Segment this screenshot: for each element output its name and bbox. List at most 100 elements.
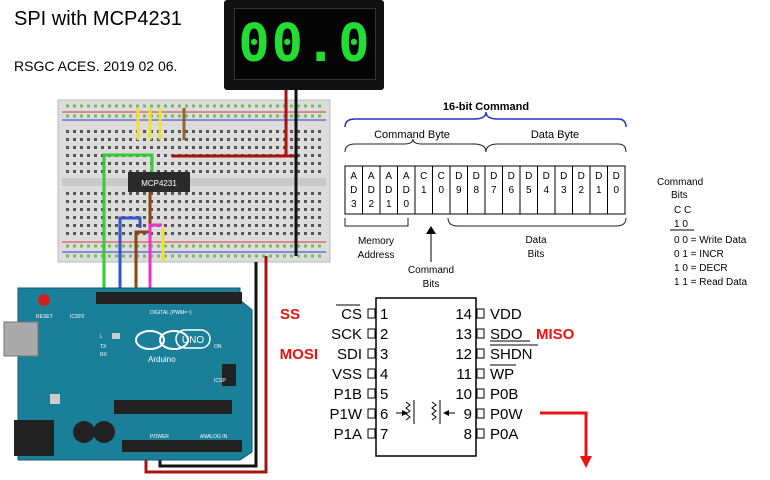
analog-label: ANALOG IN xyxy=(200,434,228,440)
pin-number: 2 xyxy=(380,326,388,343)
infinity-logo xyxy=(135,330,165,350)
arduino-uno-board: RESET ICSP2 DIGITAL (PWM=~) POWER ANALOG… xyxy=(3,287,253,461)
digital-header xyxy=(96,292,242,304)
pin-number: 14 xyxy=(455,306,472,323)
command-cell-char: A xyxy=(403,171,410,182)
pin-number: 1 xyxy=(380,306,388,323)
pin-number: 12 xyxy=(455,346,472,363)
command-byte-label: Command Byte xyxy=(374,129,450,141)
capacitor-1 xyxy=(73,421,95,443)
command-cell-char: D xyxy=(473,171,480,182)
legend-header: C C xyxy=(674,205,691,216)
pin-box xyxy=(476,388,485,399)
pin-name: CS xyxy=(341,306,362,323)
command-brace xyxy=(344,111,627,128)
display-readout: 00.0 xyxy=(234,8,376,80)
command-cell-char: 3 xyxy=(561,185,567,196)
legend-row-read: 1 1 = Read Data xyxy=(674,277,748,288)
command-cell-char: 7 xyxy=(491,185,497,196)
command-cell-char: A xyxy=(350,171,357,182)
uno-label: UNO xyxy=(182,335,204,346)
crystal xyxy=(50,394,60,404)
pin-number: 11 xyxy=(456,366,472,383)
usb-port xyxy=(3,321,39,357)
legend-row-write: 0 0 = Write Data xyxy=(674,235,747,246)
command-title: 16-bit Command xyxy=(443,101,529,113)
command-cell-char: D xyxy=(613,171,620,182)
command-cell-char: 3 xyxy=(351,199,357,210)
pin-name: P1W xyxy=(329,406,362,423)
command-cell-char: 8 xyxy=(473,185,479,196)
command-cell-char: D xyxy=(543,171,550,182)
pin-number: 3 xyxy=(380,346,388,363)
pin-name: SDI xyxy=(337,346,362,363)
legend-title-1: Command xyxy=(657,177,703,188)
pin-name: P0W xyxy=(490,406,523,423)
command-cell-char: 1 xyxy=(421,185,427,196)
command-cell-char: D xyxy=(403,185,410,196)
icsp-header xyxy=(222,364,236,386)
reset-label: RESET xyxy=(36,314,53,320)
pin-box xyxy=(367,368,376,379)
pin-box xyxy=(367,308,376,319)
power-label: POWER xyxy=(150,434,169,440)
pin-name: VSS xyxy=(332,366,362,383)
pin-name: P1A xyxy=(334,426,362,443)
pin-number: 8 xyxy=(464,426,472,443)
command-cell-char: 2 xyxy=(368,199,374,210)
command-cell-char: D xyxy=(525,171,532,182)
power-jack xyxy=(14,420,54,456)
pin-role-tag: MOSI xyxy=(280,346,318,363)
command-cell-char: 2 xyxy=(578,185,584,196)
pin-box xyxy=(367,388,376,399)
pin-number: 13 xyxy=(455,326,472,343)
mcp4231-chip xyxy=(128,172,190,192)
pin-name: P0B xyxy=(490,386,518,403)
command-diagram: 16-bit Command Command Byte Data Byte AD… xyxy=(344,101,627,290)
legend-header2: 1 0 xyxy=(674,219,688,230)
legend-row-decr: 1 0 = DECR xyxy=(674,263,728,274)
pin-number: 10 xyxy=(455,386,472,403)
icsp2-label: ICSP2 xyxy=(70,314,85,320)
reset-button[interactable] xyxy=(38,294,50,306)
command-cell-char: C xyxy=(420,171,427,182)
command-cell-char: A xyxy=(385,171,392,182)
pin-name: WP xyxy=(490,366,514,383)
pin-name: SHDN xyxy=(490,346,533,363)
atmega-chip xyxy=(114,400,232,414)
legend-title-2: Bits xyxy=(671,190,688,201)
page-subtitle: RSGC ACES. 2019 02 06. xyxy=(14,58,178,74)
digital-label: DIGITAL (PWM=~) xyxy=(150,310,192,316)
rx-label: RX xyxy=(100,352,108,358)
pin-name: P0A xyxy=(490,426,518,443)
command-cell-char: 0 xyxy=(613,185,619,196)
command-cell-char: 9 xyxy=(456,185,462,196)
legend-row-incr: 0 1 = INCR xyxy=(674,249,724,260)
arduino-brand: Arduino xyxy=(148,355,176,364)
command-bits-label-1: Command xyxy=(408,265,454,276)
command-cell-char: D xyxy=(578,171,585,182)
pin-number: 6 xyxy=(380,406,388,423)
pin-box xyxy=(367,408,376,419)
data-byte-label: Data Byte xyxy=(531,129,579,141)
command-cell-char: D xyxy=(368,185,375,196)
led-l-label: L xyxy=(100,334,103,340)
pin-name: SCK xyxy=(331,326,362,343)
command-cell xyxy=(607,165,626,215)
pinout-body xyxy=(375,297,477,457)
pin-name: P1B xyxy=(334,386,362,403)
memory-label-1: Memory xyxy=(358,236,394,247)
pin-name: SDO xyxy=(490,326,523,343)
icsp-label: ICSP xyxy=(214,378,226,384)
pin-role-tag: SS xyxy=(280,306,300,323)
command-legend: Command Bits C C 1 0 0 0 = Write Data 0 … xyxy=(657,177,748,288)
pin-box xyxy=(476,308,485,319)
pin-box xyxy=(367,348,376,359)
p0w-output-arrow xyxy=(540,411,588,458)
command-cell-char: D xyxy=(560,171,567,182)
page-title: SPI with MCP4231 xyxy=(14,8,182,30)
pin-number: 7 xyxy=(380,426,388,443)
pin-number: 9 xyxy=(464,406,472,423)
